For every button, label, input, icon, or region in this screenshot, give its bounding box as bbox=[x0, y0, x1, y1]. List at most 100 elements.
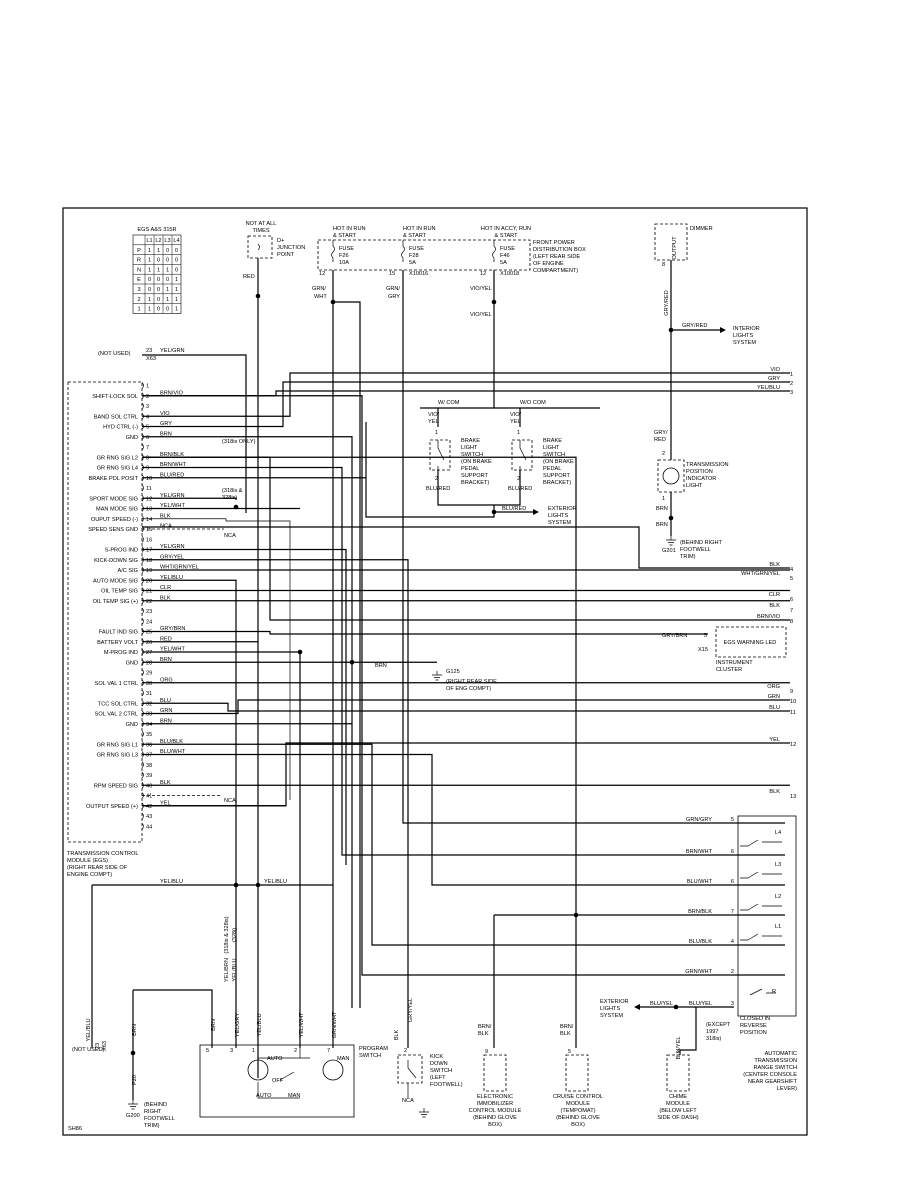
tcm-pin-terminal bbox=[141, 669, 144, 676]
tcm-pin-name: GND bbox=[126, 660, 138, 666]
fuse-label: FUSE bbox=[339, 246, 354, 252]
ecu-table-cell: 0 bbox=[166, 307, 169, 313]
interior-label: INTERIOR bbox=[733, 326, 760, 332]
tcm-pin-number: 25 bbox=[146, 630, 152, 636]
instrument-cluster-label: CLUSTER bbox=[716, 667, 742, 673]
tcm-pin-number: 28 bbox=[146, 660, 152, 666]
tcm-pin-number: 10 bbox=[146, 476, 152, 482]
range-switch-closed: REVERSE bbox=[740, 1023, 767, 1029]
wire-color: BRN/ bbox=[560, 1024, 574, 1030]
ground-name: G201 bbox=[662, 548, 676, 554]
range-switch-contact bbox=[740, 903, 782, 911]
cruise-label: CRUISE CONTROL bbox=[553, 1094, 603, 1100]
fuse-pin: 15 bbox=[389, 271, 395, 277]
ecu-table-cell: 0 bbox=[148, 287, 151, 293]
brake-switch-label: BRACKET) bbox=[461, 480, 489, 486]
nca-label: NCA bbox=[402, 1098, 414, 1104]
right-ref-wire: VIO bbox=[770, 367, 780, 373]
pin-number: 2 bbox=[294, 1048, 297, 1054]
ecu-table-cell: 0 bbox=[157, 307, 160, 313]
not-used-label: (NOT USED) bbox=[98, 351, 131, 357]
tcm-pin-name: BRAKE PDL POSIT bbox=[88, 476, 138, 482]
ecu-table-cell: 1 bbox=[175, 287, 178, 293]
wire-brn-wht-9 bbox=[142, 466, 785, 856]
tcm-pin-name: GND bbox=[126, 435, 138, 441]
tpil-box bbox=[657, 459, 685, 493]
tcm-pin-wire: BRN bbox=[160, 431, 172, 437]
range-switch-pin: 5 bbox=[731, 817, 734, 823]
wire-color: GRY/RED bbox=[682, 323, 707, 329]
tcm-pin-terminal bbox=[141, 607, 144, 615]
switch-position: AUTO bbox=[267, 1056, 283, 1062]
wire-color: BLK bbox=[560, 1031, 571, 1037]
pin-number: 23 bbox=[95, 1043, 101, 1049]
splice bbox=[255, 293, 261, 299]
wire-color: YEL bbox=[510, 419, 521, 425]
wire-color: YEL/WHT bbox=[299, 1012, 305, 1037]
brake-switch-label: (ON BRAKE bbox=[543, 459, 574, 465]
brake-switch-contact bbox=[437, 440, 445, 470]
ecu-table-cell: 0 bbox=[157, 258, 160, 264]
right-ref-number: 13 bbox=[790, 794, 796, 800]
tcm-pin-number: 16 bbox=[146, 537, 152, 543]
kickdown-label: DOWN bbox=[430, 1061, 448, 1067]
g200-ground bbox=[128, 1100, 138, 1110]
tcm-pin-terminal bbox=[141, 474, 144, 481]
wire-color: BRN bbox=[656, 506, 668, 512]
wire-blk-14 bbox=[142, 518, 291, 800]
tcm-pin-wire: BLK bbox=[160, 780, 171, 786]
tcm-pin-number: 32 bbox=[146, 701, 152, 707]
fuse-label: F46 bbox=[500, 253, 510, 259]
interior-label: SYSTEM bbox=[733, 340, 756, 346]
tcm-pin-terminal bbox=[141, 566, 144, 574]
tcm-pin-name: BAND SOL CTRL bbox=[94, 414, 138, 420]
tcm-pin-number: 41 bbox=[146, 794, 152, 800]
wire-to-ref bbox=[142, 702, 790, 712]
wire-color: YEL/BLU bbox=[257, 1013, 263, 1036]
wire-color: GRN/WHT bbox=[332, 1011, 338, 1038]
ecu-table-cell: N bbox=[137, 267, 141, 273]
wire-color: VIO/ bbox=[428, 412, 440, 418]
ecu-table-cell: 0 bbox=[166, 258, 169, 264]
switch-position: MAN bbox=[337, 1056, 349, 1062]
tcm-pin-terminal bbox=[141, 628, 144, 635]
tcm-pin-wire: VIO bbox=[160, 411, 170, 417]
tcm-pin-wire: NCA bbox=[160, 524, 172, 530]
wire-color: GRN/ bbox=[386, 286, 400, 292]
wire-color: BLU/RED bbox=[508, 486, 532, 492]
dimmer-output: OUTPUT bbox=[672, 236, 678, 260]
range-switch-pin: 2 bbox=[731, 969, 734, 975]
range-switch-pin: 4 bbox=[731, 939, 734, 945]
range-switch-contact-label: L1 bbox=[775, 924, 781, 930]
cruise-label: BOX) bbox=[571, 1122, 585, 1128]
range-switch-label: LEVER) bbox=[777, 1086, 797, 1092]
wire-color: GRY/BRN bbox=[662, 633, 687, 639]
interior-label: LIGHTS bbox=[733, 333, 753, 339]
tcm-pin-terminal bbox=[141, 402, 144, 410]
tcm-pin-name: SPORT MODE SIG bbox=[89, 496, 138, 502]
kickdown-contact bbox=[407, 1060, 417, 1098]
tcm-pin-wire: YEL/GRN bbox=[160, 544, 185, 550]
tcm-pin-wire: CLR bbox=[160, 585, 171, 591]
pin-number: 1 bbox=[252, 1048, 255, 1054]
fuse-box-label: DISTRIBUTION BOX bbox=[533, 247, 586, 253]
ecu-table-cell: 0 bbox=[166, 277, 169, 283]
tpil-label: POSITION bbox=[686, 469, 713, 475]
wire-color: VIO/ bbox=[510, 412, 522, 418]
tcm-pin-name: OIL TEMP SIG bbox=[101, 589, 138, 595]
exterior-label: LIGHTS bbox=[548, 513, 568, 519]
nca-label: NCA bbox=[224, 533, 236, 539]
tcm-pin-number: 30 bbox=[146, 681, 152, 687]
tcm-pin-terminal bbox=[141, 597, 144, 604]
tcm-pin-terminal bbox=[141, 689, 144, 697]
wire-brn-28 bbox=[142, 661, 353, 1008]
tcm-pin-wire: BRN/BLK bbox=[160, 452, 184, 458]
switch-position: OFF bbox=[272, 1078, 284, 1084]
right-ref-number: 5 bbox=[790, 576, 793, 582]
tcm-pin-wire: BRN bbox=[160, 657, 172, 663]
fuse-symbol bbox=[492, 240, 496, 262]
wire-yel-grn bbox=[142, 354, 247, 513]
wire-color: BLU/YEL bbox=[650, 1001, 673, 1007]
wire-color: BLU/YEL bbox=[676, 1036, 682, 1059]
switch-position: AUTO bbox=[256, 1093, 272, 1099]
